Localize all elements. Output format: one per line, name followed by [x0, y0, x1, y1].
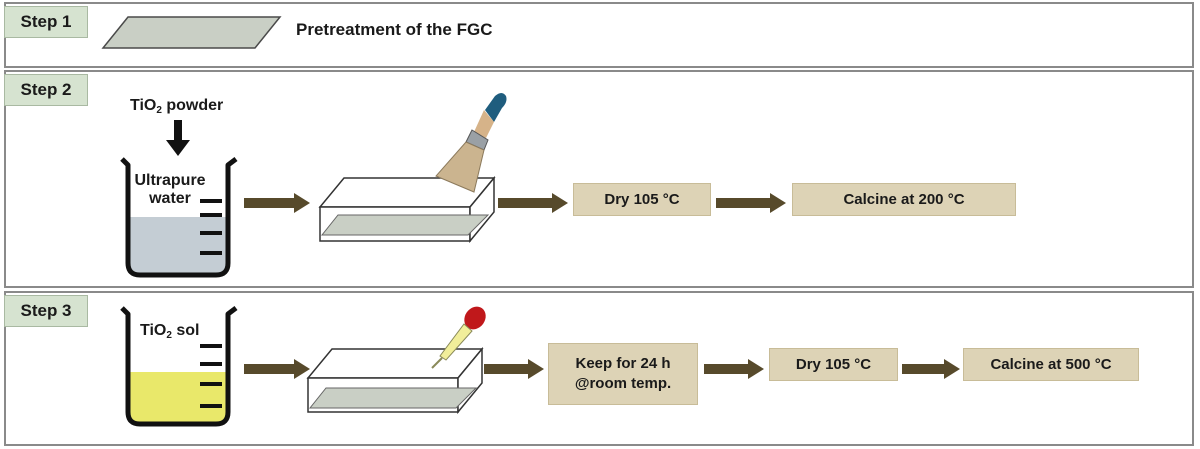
dropper-icon — [431, 306, 486, 369]
fgc-substrate-plate — [101, 16, 282, 49]
down-arrow-icon — [166, 120, 190, 156]
step2-calcine-box: Calcine at 200 °C — [792, 183, 1016, 216]
tio2-sol-label: TiO2 sol — [140, 322, 200, 341]
beaker-icon — [120, 157, 238, 278]
step3-label: Step 3 — [4, 295, 88, 327]
step2-arrow-1 — [244, 193, 310, 213]
step3-keep-box: Keep for 24 h @room temp. — [548, 343, 698, 405]
step3-calcine-box: Calcine at 500 °C — [963, 348, 1139, 381]
step3-arrow-3 — [704, 359, 764, 379]
tio2-powder-label: TiO2 powder — [130, 97, 224, 116]
step2-label: Step 2 — [4, 74, 88, 106]
step2-arrow-3 — [716, 193, 786, 213]
coating-tank — [318, 175, 496, 244]
sol-coating-tank — [306, 346, 484, 415]
step1-label: Step 1 — [4, 6, 88, 38]
step3-arrow-1 — [244, 359, 310, 379]
step3-arrow-2 — [484, 359, 544, 379]
step3-arrow-4 — [902, 359, 960, 379]
step2-arrow-2 — [498, 193, 568, 213]
step3-dry-box: Dry 105 °C — [769, 348, 898, 381]
step2-dry-box: Dry 105 °C — [573, 183, 711, 216]
sol-beaker-icon — [120, 306, 238, 427]
step1-description: Pretreatment of the FGC — [296, 20, 493, 39]
beaker-water-label: Ultrapure water — [134, 172, 206, 207]
paint-brush-icon — [435, 93, 507, 193]
